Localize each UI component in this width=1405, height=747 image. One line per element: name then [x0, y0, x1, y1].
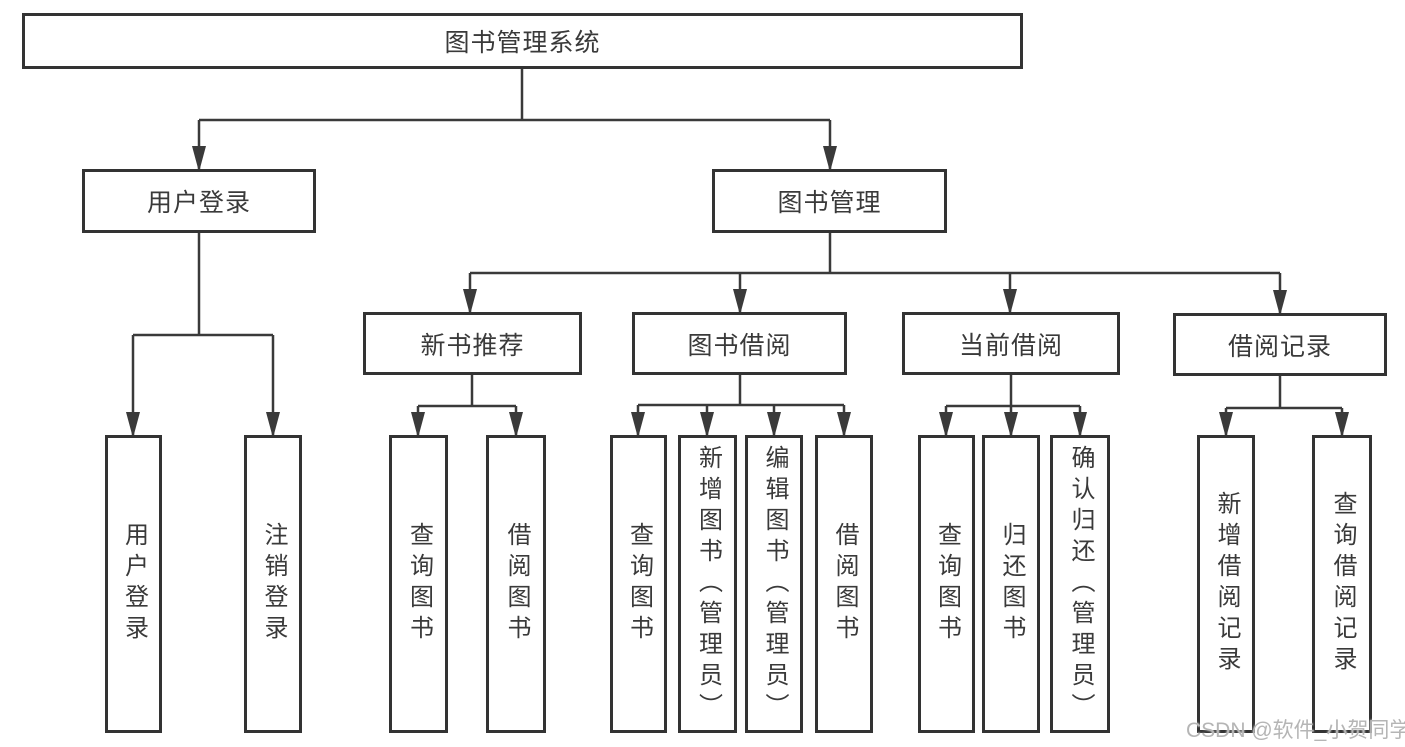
leaf-query-books: 查询图书	[918, 435, 975, 733]
tree-edges	[131, 69, 1344, 435]
node-new-book-recommendation: 新书推荐	[363, 312, 582, 375]
node-book-borrowing: 图书借阅	[632, 312, 847, 375]
leaf-confirm-return-admin: 确认归还（管理员）	[1050, 435, 1110, 733]
arrow-down-icon	[631, 412, 645, 438]
leaf-add-books-admin: 新增图书（管理员）	[678, 435, 737, 733]
arrow-down-icon	[411, 412, 425, 438]
arrow-down-icon	[1073, 412, 1087, 438]
arrow-down-icon	[1273, 290, 1287, 316]
arrow-down-icons	[126, 146, 1349, 438]
arrow-down-icon	[509, 412, 523, 438]
arrow-down-icon	[1004, 412, 1018, 438]
arrow-down-icon	[767, 412, 781, 438]
node-library-management-system: 图书管理系统	[22, 13, 1023, 69]
leaf-borrow-books: 借阅图书	[486, 435, 546, 733]
arrow-down-icon	[126, 412, 140, 438]
arrow-down-icon	[1335, 412, 1349, 438]
leaf-query-books: 查询图书	[389, 435, 448, 733]
csdn-watermark: CSDN @软件_小贺同学	[1186, 719, 1405, 742]
leaf-logout: 注销登录	[244, 435, 302, 733]
arrow-down-icon	[266, 412, 280, 438]
node-user-login: 用户登录	[82, 169, 316, 233]
arrow-down-icon	[463, 289, 477, 315]
node-borrowing-records: 借阅记录	[1173, 313, 1387, 376]
leaf-edit-books-admin: 编辑图书（管理员）	[745, 435, 803, 733]
arrow-down-icon	[1219, 412, 1233, 438]
node-book-management: 图书管理	[712, 169, 947, 233]
arrow-down-icon	[192, 146, 206, 172]
arrow-down-icon	[837, 412, 851, 438]
arrow-down-icon	[733, 289, 747, 315]
arrow-down-icon	[939, 412, 953, 438]
node-current-borrowing: 当前借阅	[902, 312, 1120, 375]
arrow-down-icon	[1003, 289, 1017, 315]
arrow-down-icon	[700, 412, 714, 438]
leaf-borrow-books: 借阅图书	[815, 435, 873, 733]
leaf-user-login: 用户登录	[105, 435, 162, 733]
arrow-down-icon	[823, 146, 837, 172]
leaf-query-borrow-record: 查询借阅记录	[1312, 435, 1372, 733]
leaf-add-borrow-record: 新增借阅记录	[1197, 435, 1255, 733]
leaf-query-books: 查询图书	[610, 435, 667, 733]
leaf-return-books: 归还图书	[982, 435, 1040, 733]
